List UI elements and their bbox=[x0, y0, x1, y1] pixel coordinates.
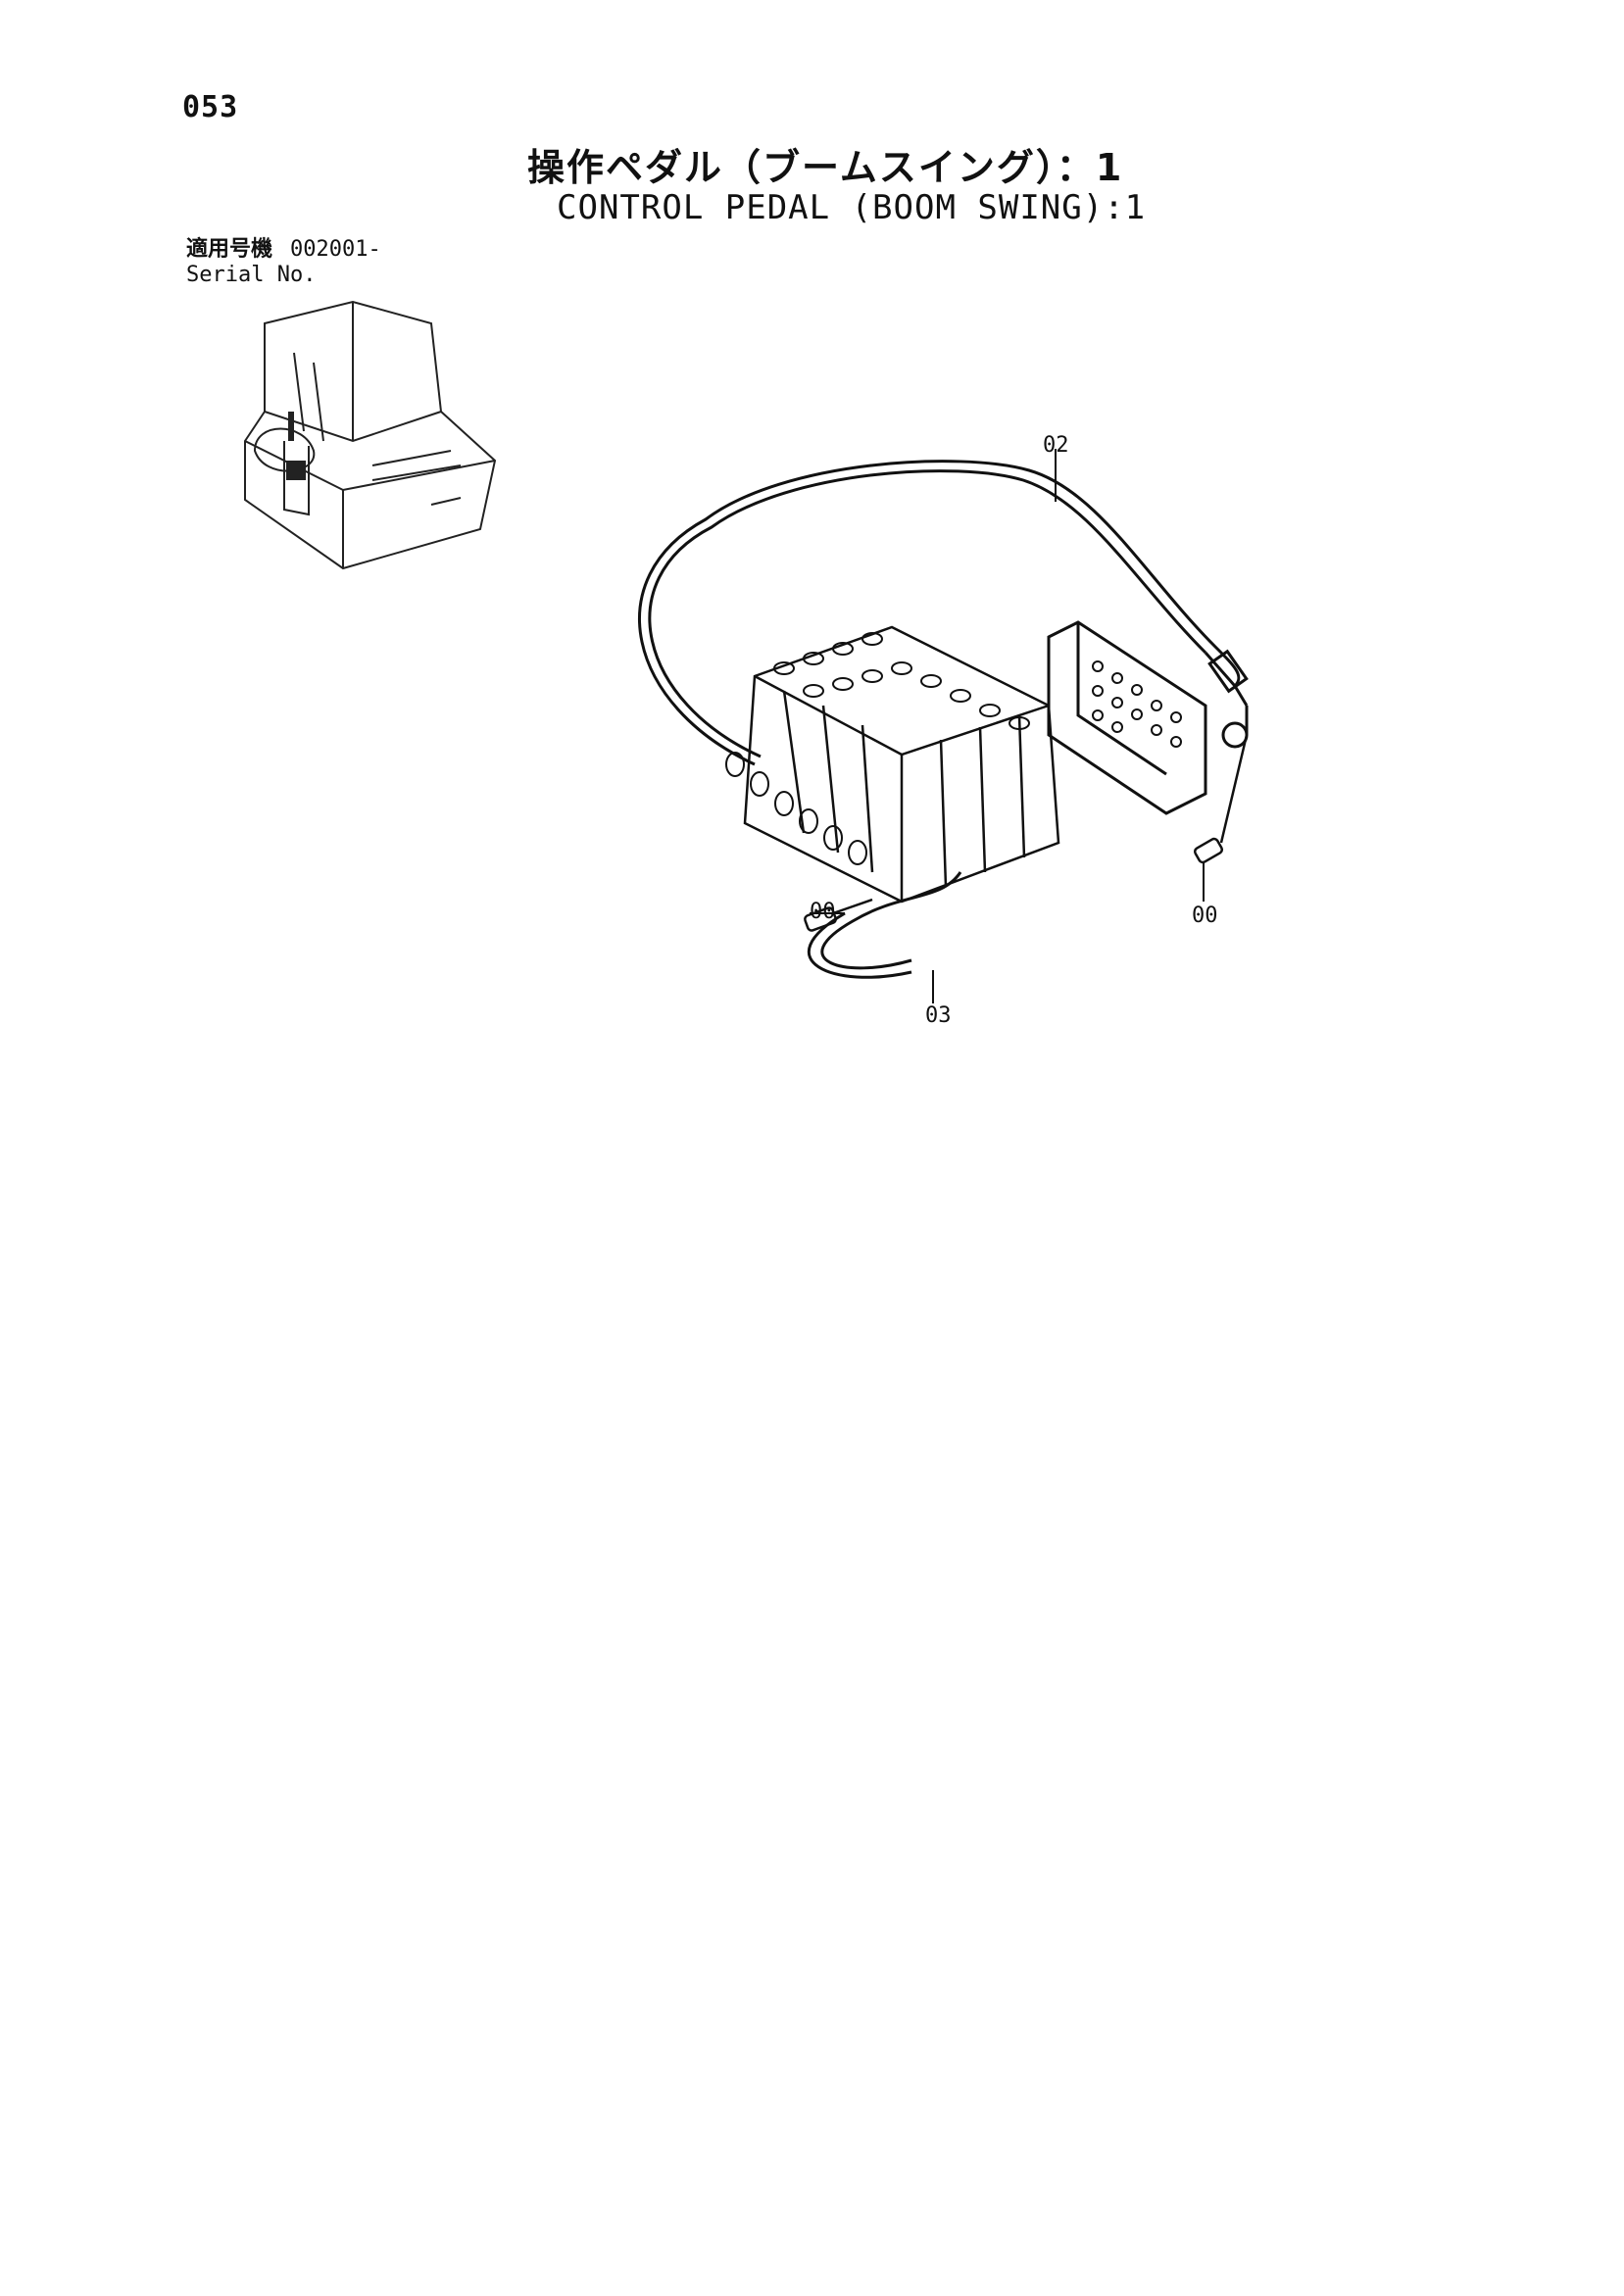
page-title-english: CONTROL PEDAL (BOOM SWING):1 bbox=[557, 188, 1147, 227]
page-title-japanese: 操作ペダル（ブームスイング）：1 bbox=[527, 146, 1124, 189]
callout-label-00-left: 00 bbox=[810, 900, 836, 924]
machine-overview-illustration bbox=[244, 300, 497, 570]
hose-03 bbox=[820, 871, 962, 970]
serial-label-japanese: 適用号機 bbox=[186, 237, 273, 262]
hose-02 bbox=[638, 460, 1241, 766]
page-number: 053 bbox=[182, 90, 239, 124]
callout-label-03: 03 bbox=[925, 1003, 952, 1028]
serial-label-english: Serial No. bbox=[186, 263, 317, 287]
callout-label-00-right: 00 bbox=[1192, 904, 1218, 928]
serial-value: 002001- bbox=[290, 237, 381, 262]
callout-label-02: 02 bbox=[1043, 433, 1069, 458]
parts-diagram bbox=[638, 449, 1249, 1003]
serial-info: 適用号機 002001- Serial No. bbox=[186, 237, 381, 288]
